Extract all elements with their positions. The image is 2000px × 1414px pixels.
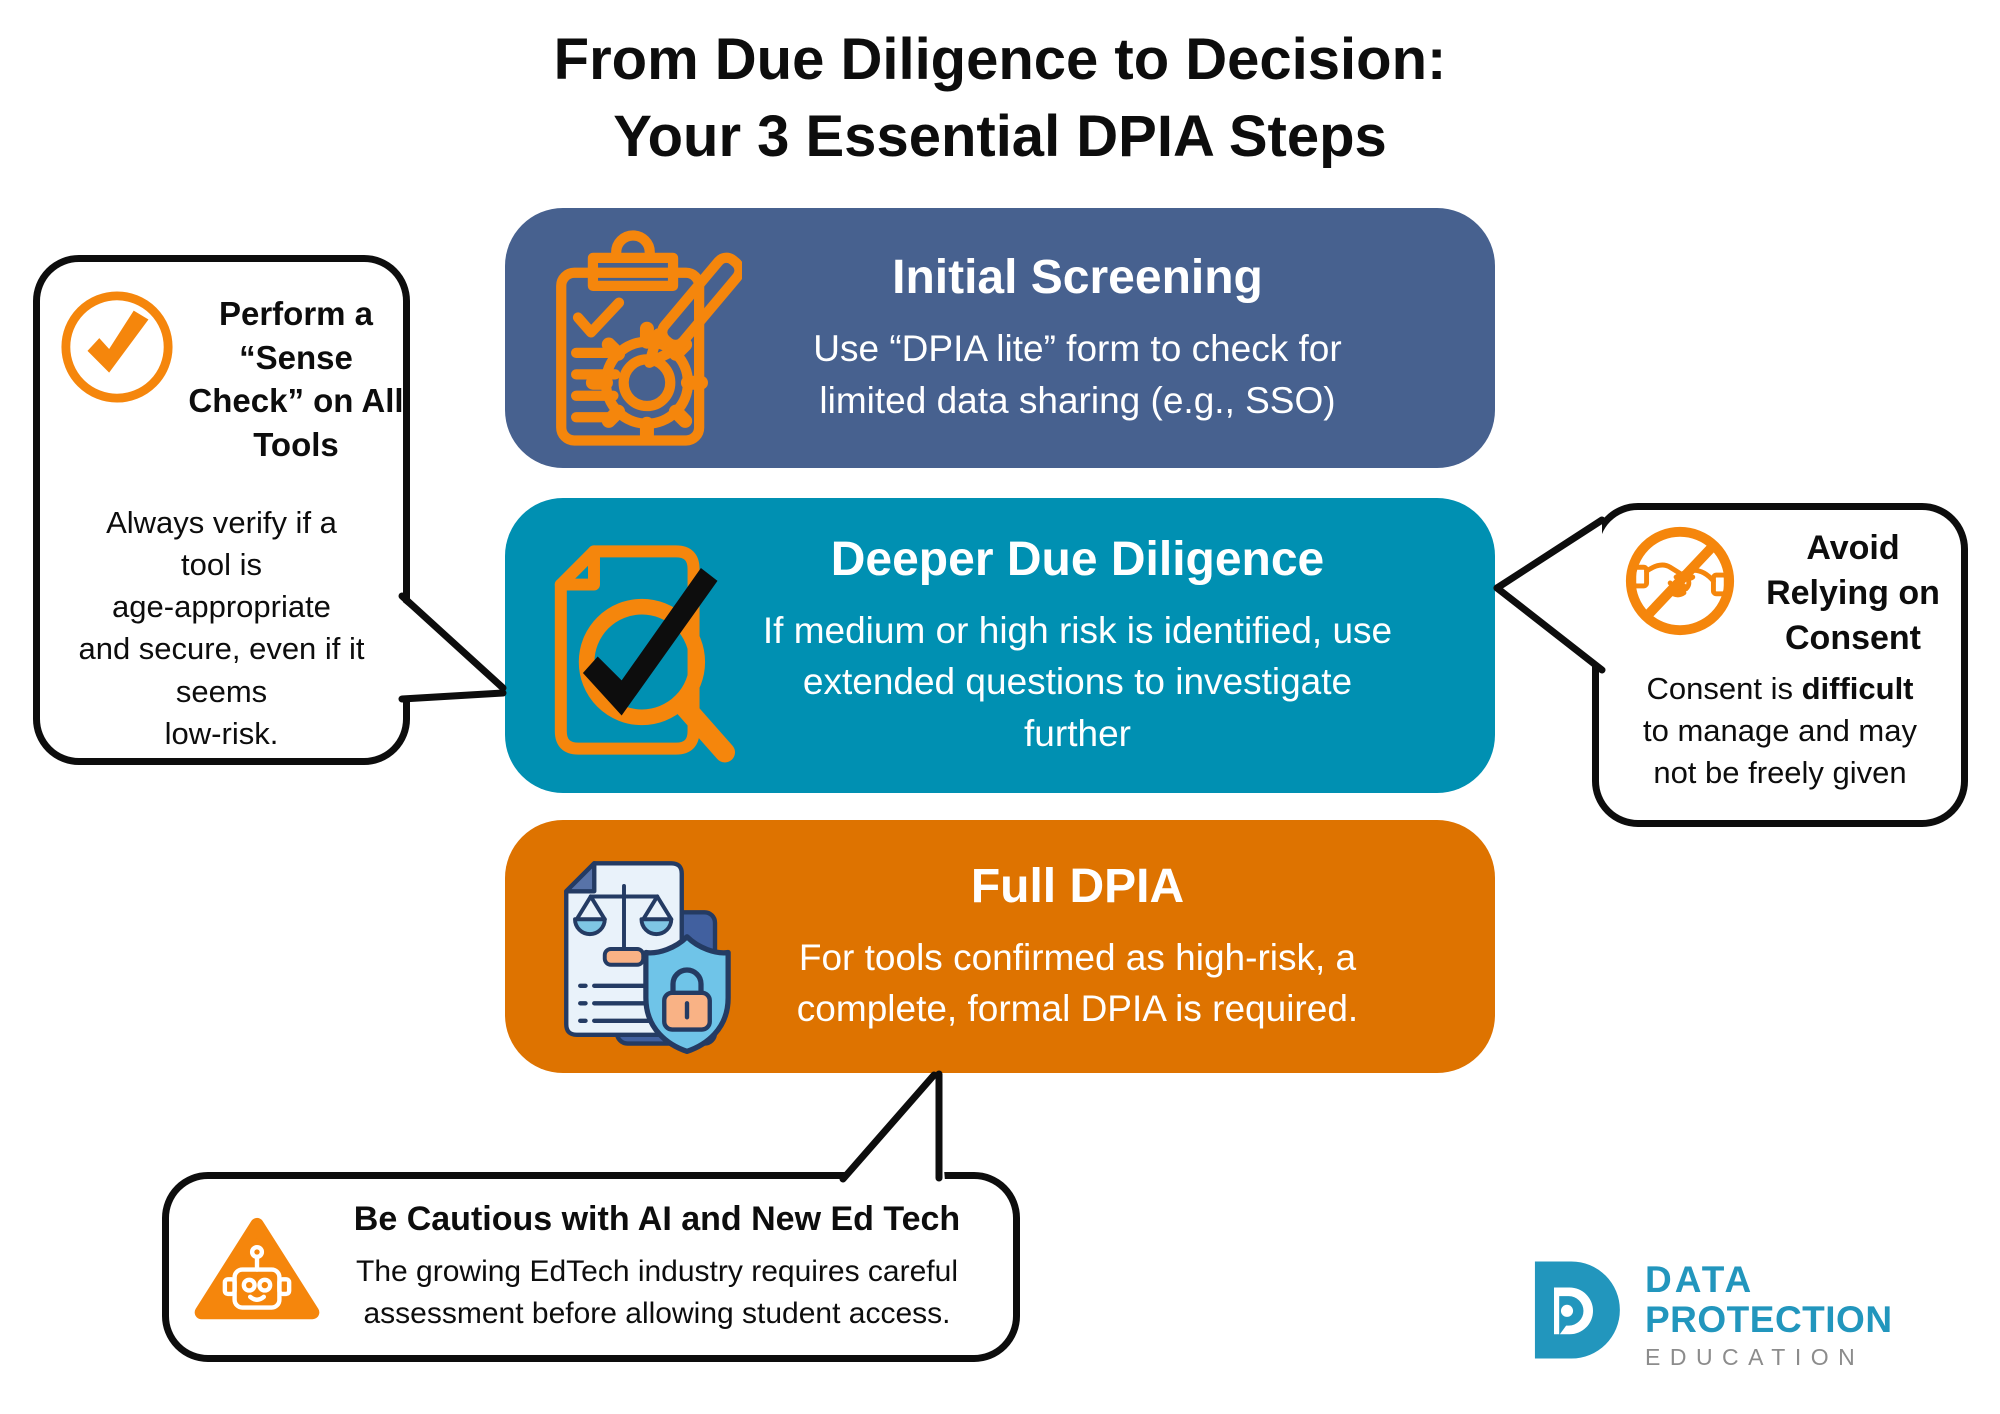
page-title: From Due Diligence to Decision: Your 3 E…: [0, 22, 2000, 175]
document-magnifier-check-icon: [535, 532, 747, 773]
logo-text-data: DATA: [1645, 1259, 1755, 1300]
step-initial-screening: Initial Screening Use “DPIA lite” form t…: [505, 208, 1495, 468]
avoid-consent-body-rest: to manage and may not be freely given: [1642, 713, 1917, 791]
avoid-consent-body: Consent is difficult to manage and may n…: [1611, 668, 1949, 794]
step3-body: For tools confirmed as high-risk, a comp…: [796, 936, 1359, 1029]
logo-d-mark-icon: [1528, 1258, 1632, 1367]
logo-text-education: EDUCATION: [1645, 1343, 1865, 1370]
callout-avoid-consent: Avoid Relying on Consent Consent is diff…: [1592, 503, 1968, 827]
ai-caution-heading: Be Cautious with AI and New Ed Tech: [353, 1199, 961, 1238]
step-full-dpia: Full DPIA For tools confirmed as high-ri…: [505, 820, 1495, 1073]
step3-heading: Full DPIA: [970, 859, 1185, 913]
avoid-consent-body-bold: difficult: [1801, 671, 1914, 706]
step1-heading: Initial Screening: [892, 251, 1263, 305]
data-protection-education-logo: DATA PROTECTION EDUCATION: [1528, 1258, 1893, 1372]
robot-warning-icon: [193, 1215, 321, 1332]
no-handshake-icon: [1621, 522, 1739, 645]
page-title-line1: From Due Diligence to Decision:: [553, 27, 1447, 92]
step2-body: If medium or high risk is identified, us…: [762, 610, 1393, 754]
avoid-consent-body-prefix: Consent is: [1646, 671, 1802, 706]
clipboard-gear-pencil-icon: [537, 224, 745, 457]
logo-text-protection: PROTECTION: [1645, 1298, 1893, 1340]
step2-heading: Deeper Due Diligence: [830, 533, 1325, 587]
callout-sense-check: Perform a “Sense Check” on All Tools Alw…: [33, 255, 410, 765]
ai-caution-body: The growing EdTech industry requires car…: [356, 1254, 958, 1330]
step-deeper-due-diligence: Deeper Due Diligence If medium or high r…: [505, 498, 1495, 793]
sense-check-heading: Perform a “Sense Check” on All Tools: [188, 295, 404, 463]
check-circle-icon: [58, 288, 176, 411]
avoid-consent-heading: Avoid Relying on Consent: [1766, 529, 1940, 657]
step1-body: Use “DPIA lite” form to check for limite…: [813, 328, 1342, 421]
callout-ai-caution: Be Cautious with AI and New Ed Tech The …: [162, 1172, 1020, 1362]
document-scales-shield-lock-icon: [540, 844, 750, 1059]
page-title-line2: Your 3 Essential DPIA Steps: [613, 103, 1387, 169]
sense-check-body: Always verify if a tool is age-appropria…: [78, 505, 365, 751]
